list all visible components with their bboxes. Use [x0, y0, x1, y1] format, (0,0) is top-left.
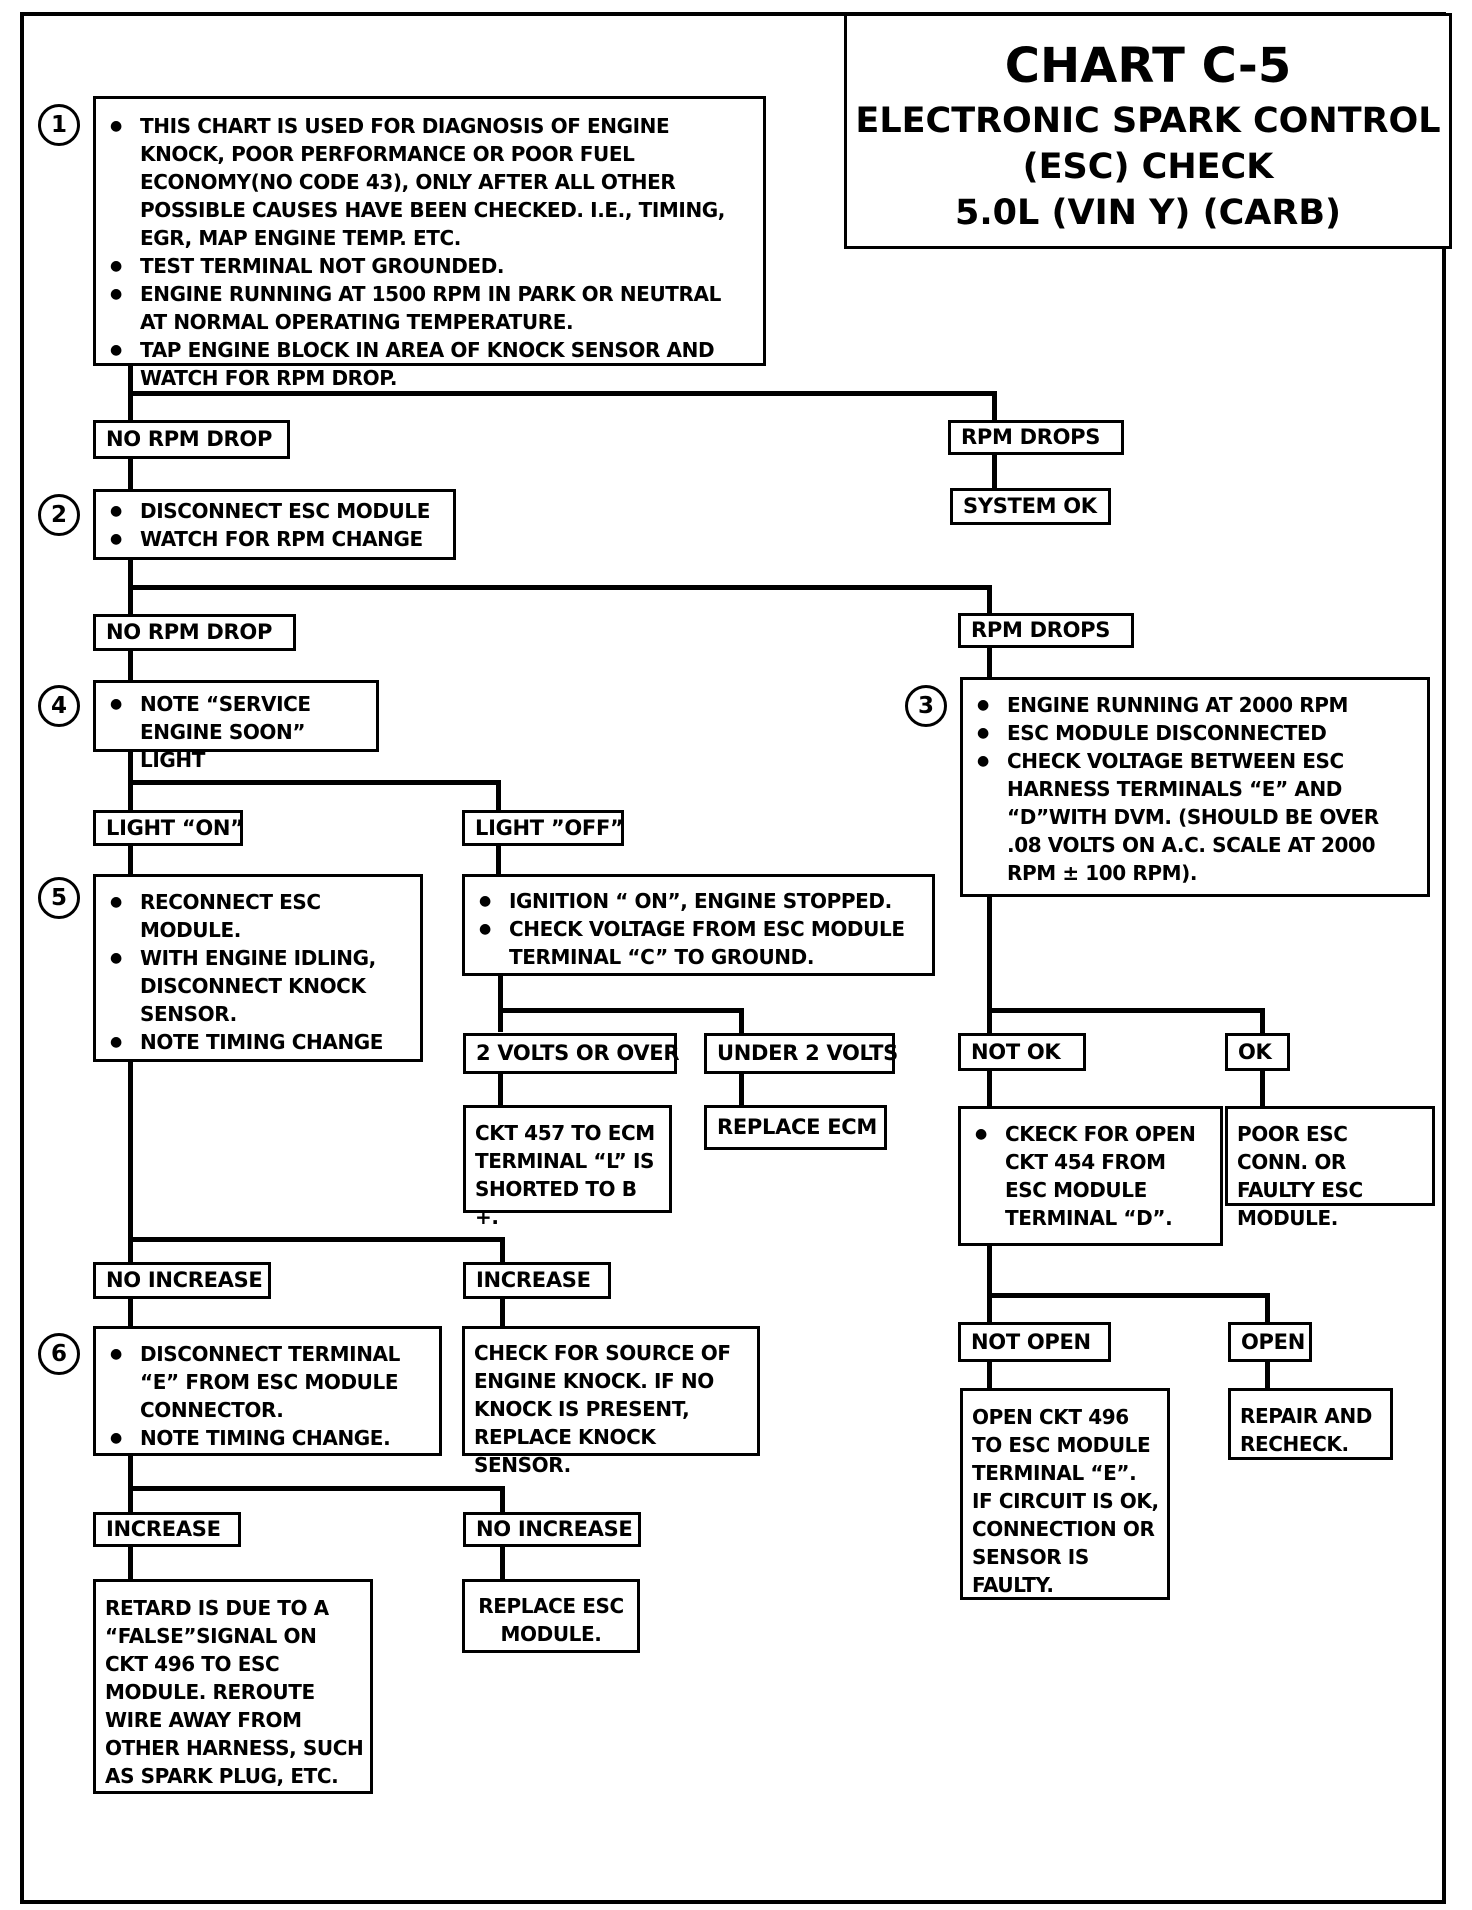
retard-text: RETARD IS DUE TO A “FALSE”SIGNAL ON CKT …: [105, 1596, 364, 1788]
system-ok-label: SYSTEM OK: [950, 488, 1111, 525]
poor-esc-text: POOR ESC CONN. OR FAULTY ESC MODULE.: [1237, 1122, 1363, 1230]
open-label: OPEN: [1228, 1322, 1312, 1362]
step-5-marker: 5: [38, 877, 80, 919]
chart-title-box: CHART C-5 ELECTRONIC SPARK CONTROL (ESC)…: [844, 13, 1452, 249]
no-increase-label: NO INCREASE: [93, 1262, 271, 1299]
step-1-item: TEST TERMINAL NOT GROUNDED.: [104, 252, 749, 280]
step-2-item: DISCONNECT ESC MODULE: [104, 497, 443, 525]
open-ckt496-text: OPEN CKT 496 TO ESC MODULE TERMINAL “E”.…: [972, 1405, 1159, 1597]
under-two-volts-label: UNDER 2 VOLTS: [704, 1033, 898, 1074]
ok-label: OK: [1225, 1033, 1290, 1071]
not-open-label: NOT OPEN: [958, 1322, 1111, 1362]
step-5-item: NOTE TIMING CHANGE: [104, 1028, 410, 1056]
step-4-item: NOTE “SERVICE ENGINE SOON” LIGHT: [104, 690, 366, 774]
step-1-item: ENGINE RUNNING AT 1500 RPM IN PARK OR NE…: [104, 280, 749, 336]
step-1-box: THIS CHART IS USED FOR DIAGNOSIS OF ENGI…: [93, 96, 766, 390]
step-6-box: DISCONNECT TERMINAL “E” FROM ESC MODULE …: [93, 1326, 442, 1456]
step-1-item: TAP ENGINE BLOCK IN AREA OF KNOCK SENSOR…: [104, 336, 749, 392]
chart-title-line3: 5.0L (VIN Y) (CARB): [955, 193, 1341, 233]
step-4-marker: 4: [38, 685, 80, 727]
step-5-box: RECONNECT ESC MODULE. WITH ENGINE IDLING…: [93, 874, 423, 1062]
step-6-item: DISCONNECT TERMINAL “E” FROM ESC MODULE …: [104, 1340, 429, 1424]
repair-recheck-text: REPAIR AND RECHECK.: [1240, 1404, 1372, 1456]
chart-title-line1: ELECTRONIC SPARK CONTROL: [855, 101, 1441, 141]
ckt454-check-box: CKECK FOR OPEN CKT 454 FROM ESC MODULE T…: [958, 1106, 1223, 1246]
step-3-item: ENGINE RUNNING AT 2000 RPM: [971, 691, 1417, 719]
chart-number: CHART C-5: [1004, 38, 1292, 94]
open-ckt496-result: OPEN CKT 496 TO ESC MODULE TERMINAL “E”.…: [960, 1388, 1170, 1600]
step-5-item: RECONNECT ESC MODULE.: [104, 888, 410, 944]
chart-title-line2: (ESC) CHECK: [1022, 147, 1274, 187]
no-rpm-drop-label: NO RPM DROP: [93, 614, 296, 651]
increase-label: INCREASE: [463, 1262, 611, 1299]
step-3-item: ESC MODULE DISCONNECTED: [971, 719, 1417, 747]
step-1-item: THIS CHART IS USED FOR DIAGNOSIS OF ENGI…: [104, 112, 749, 252]
ckt454-check-item: CKECK FOR OPEN CKT 454 FROM ESC MODULE T…: [969, 1120, 1212, 1232]
replace-ecm-result: REPLACE ECM: [704, 1105, 887, 1150]
step-2-item: WATCH FOR RPM CHANGE: [104, 525, 443, 553]
repair-recheck-result: REPAIR AND RECHECK.: [1228, 1388, 1393, 1460]
step-6-item: NOTE TIMING CHANGE.: [104, 1424, 429, 1452]
step-3-box: ENGINE RUNNING AT 2000 RPM ESC MODULE DI…: [960, 677, 1430, 897]
step-3-marker: 3: [905, 685, 947, 727]
chart-frame: [20, 12, 1446, 1904]
poor-esc-result: POOR ESC CONN. OR FAULTY ESC MODULE.: [1225, 1106, 1435, 1230]
ckt457-result: CKT 457 TO ECM TERMINAL “L” IS SHORTED T…: [463, 1105, 672, 1229]
retard-result: RETARD IS DUE TO A “FALSE”SIGNAL ON CKT …: [93, 1579, 373, 1794]
replace-esc-result: REPLACE ESC MODULE.: [462, 1579, 640, 1653]
check-knock-result: CHECK FOR SOURCE OF ENGINE KNOCK. IF NO …: [462, 1326, 760, 1477]
step-4-box: NOTE “SERVICE ENGINE SOON” LIGHT: [93, 680, 379, 772]
not-ok-label: NOT OK: [958, 1033, 1086, 1071]
step-1-marker: 1: [38, 104, 80, 146]
ckt457-text: CKT 457 TO ECM TERMINAL “L” IS SHORTED T…: [475, 1121, 655, 1229]
check-knock-text: CHECK FOR SOURCE OF ENGINE KNOCK. IF NO …: [474, 1341, 731, 1477]
replace-esc-text: REPLACE ESC MODULE.: [478, 1594, 624, 1646]
step-2-box: DISCONNECT ESC MODULE WATCH FOR RPM CHAN…: [93, 489, 456, 560]
rpm-drops-label: RPM DROPS: [958, 613, 1134, 648]
no-rpm-drop-label: NO RPM DROP: [93, 420, 290, 459]
light-on-label: LIGHT “ON”: [93, 810, 244, 846]
step-2-marker: 2: [38, 494, 80, 536]
step-3-item: CHECK VOLTAGE BETWEEN ESC HARNESS TERMIN…: [971, 747, 1417, 887]
ignition-check-box: IGNITION “ ON”, ENGINE STOPPED. CHECK VO…: [462, 874, 935, 976]
no-increase-label: NO INCREASE: [463, 1512, 641, 1547]
ignition-check-item: CHECK VOLTAGE FROM ESC MODULE TERMINAL “…: [473, 915, 922, 971]
ignition-check-item: IGNITION “ ON”, ENGINE STOPPED.: [473, 887, 922, 915]
rpm-drops-label: RPM DROPS: [948, 420, 1124, 455]
step-6-marker: 6: [38, 1333, 80, 1375]
light-off-label: LIGHT ”OFF”: [462, 810, 624, 846]
two-volts-or-over-label: 2 VOLTS OR OVER: [463, 1033, 680, 1074]
increase-label: INCREASE: [93, 1512, 241, 1547]
step-5-item: WITH ENGINE IDLING, DISCONNECT KNOCK SEN…: [104, 944, 410, 1028]
